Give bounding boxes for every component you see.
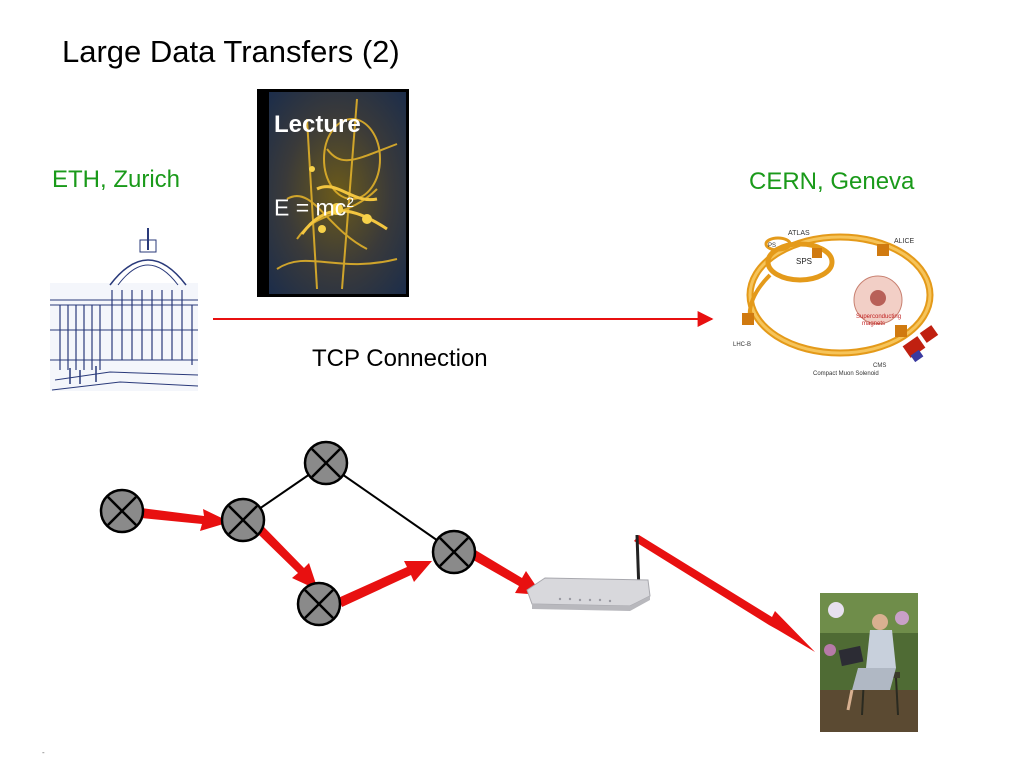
router-node-1 [99,488,145,534]
router-nodes [99,440,477,627]
lhcb-label: LHC-B [733,342,751,348]
atlas-label: ATLAS [788,230,810,237]
sps-label: SPS [796,257,812,266]
wireless-router-image [526,534,651,611]
cms-full-label: Compact Muon Solenoid [813,371,879,377]
formula-base: E = mc [274,194,347,221]
alice-label: ALICE [894,238,915,245]
flow-arrow-4 [468,548,542,595]
footer-mark: - [42,748,45,757]
router-node-4 [296,581,342,627]
lecture-book-image [257,89,409,297]
magnets-label-1: Superconducting [856,314,901,320]
cms-label: CMS [873,363,886,369]
slide-title: Large Data Transfers (2) [62,34,400,69]
formula-exponent: 2 [346,194,355,210]
flow-arrow-5 [634,535,815,652]
laptop-user-photo [820,593,918,732]
cern-accelerator-map: ATLAS PS SPS ALICE Superconducting magne… [733,230,939,377]
tcp-connection-label: TCP Connection [312,345,488,372]
flow-arrow-2 [257,527,318,590]
magnets-label-2: magnets [862,321,885,327]
router-node-3 [303,440,349,486]
flow-arrow-1 [131,507,230,531]
destination-site-label: CERN, Geneva [749,168,915,195]
source-site-label: ETH, Zurich [52,166,181,193]
flow-arrow-3 [338,561,432,607]
book-formula: E = mc2 [274,194,354,222]
ps-label: PS [768,243,776,249]
book-title: Lecture [274,111,361,138]
router-node-2 [220,497,266,543]
router-node-5 [431,529,477,575]
eth-building-image [50,228,199,391]
data-flow-arrows [131,507,815,652]
link-n3-n5 [325,462,455,553]
